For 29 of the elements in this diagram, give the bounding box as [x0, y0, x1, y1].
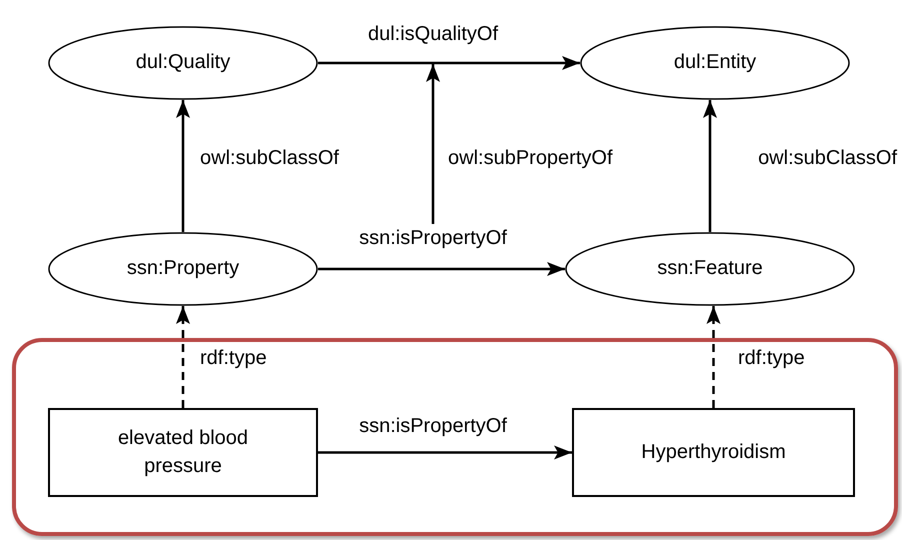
edge-label: rdf:type	[200, 348, 267, 368]
ellipse-node	[580, 26, 850, 100]
edge-label: ssn:isPropertyOf	[359, 416, 507, 436]
ellipse-node	[48, 26, 318, 100]
edge-label: rdf:type	[738, 348, 805, 368]
edge-label: ssn:isPropertyOf	[343, 224, 523, 252]
rectangle-node	[572, 408, 855, 497]
edge-label: owl:subClassOf	[758, 148, 897, 168]
node-label: dul:Entity	[672, 50, 758, 76]
arrow	[318, 446, 572, 460]
edge-label: owl:subClassOf	[200, 148, 339, 168]
arrow	[703, 100, 717, 232]
arrow	[318, 56, 580, 70]
node-label: ssn:Feature	[656, 256, 764, 282]
node-label: dul:Quality	[134, 50, 232, 76]
dashed-arrow	[176, 306, 190, 408]
dashed-arrow	[706, 306, 720, 408]
arrow	[318, 262, 565, 276]
edge-label: dul:isQualityOf	[368, 24, 498, 44]
node-label: elevated blood pressure	[116, 426, 250, 478]
ellipse-node	[565, 232, 855, 306]
edge-label: owl:subPropertyOf	[448, 148, 613, 168]
arrow	[426, 64, 440, 224]
rectangle-node	[48, 408, 318, 497]
node-label: ssn:Property	[126, 256, 240, 282]
arrow	[176, 100, 190, 232]
ellipse-node	[48, 232, 318, 306]
highlight-frame	[12, 338, 898, 536]
node-label: Hyperthyroidism	[640, 440, 787, 465]
